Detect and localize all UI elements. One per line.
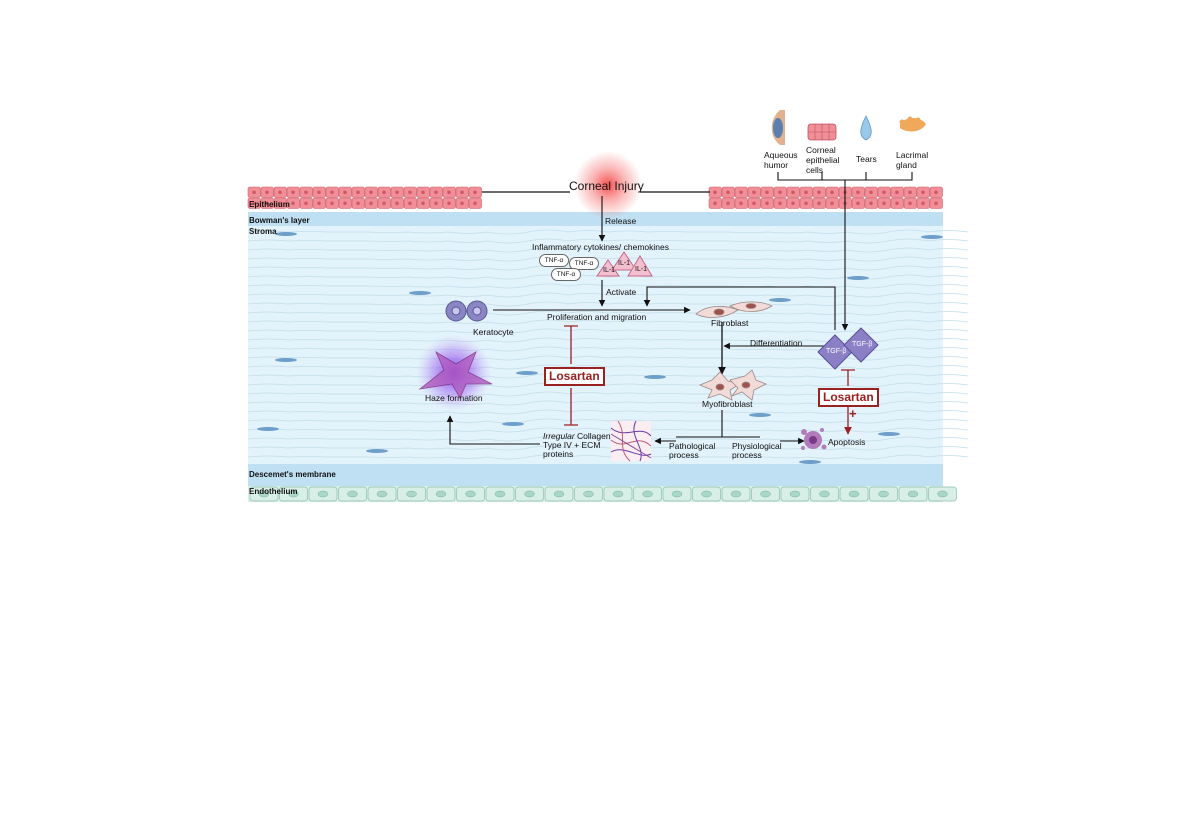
tgf-beta-label-2: TGF-β <box>852 341 873 348</box>
epithelium-right <box>708 186 943 209</box>
label-stroma: Stroma <box>249 227 277 236</box>
label-collagen-line3: proteins <box>543 449 574 459</box>
label-collagen-line1: Irregular Collagen <box>543 431 611 441</box>
tnf-alpha-pill-2: TNF-α <box>569 257 599 270</box>
stromal-nucleus <box>516 371 538 375</box>
label-proliferation: Proliferation and migration <box>547 312 647 322</box>
stromal-nucleus <box>275 358 297 362</box>
label-release: Release <box>605 216 637 226</box>
label-epithelium: Epithelium <box>249 200 290 209</box>
il1-label-2: IL-1 <box>618 260 631 267</box>
label-haze: Haze formation <box>425 393 483 403</box>
label-aqueous: Aqueous humor <box>764 150 798 170</box>
corneal-epithelial-icon <box>807 123 837 141</box>
il1-triangles <box>596 251 653 277</box>
stromal-nucleus <box>366 449 388 453</box>
stromal-nucleus <box>644 375 666 379</box>
label-collagen-word: Collagen <box>574 431 611 441</box>
il1-label-1: IL-1 <box>603 267 616 274</box>
stromal-nucleus <box>878 432 900 436</box>
stromal-nucleus <box>921 235 943 239</box>
corneal-injury-title: Corneal Injury <box>569 179 644 193</box>
fibroblast-icon <box>695 301 773 318</box>
keratocyte-icon <box>445 300 488 322</box>
il1-label-3: IL-1 <box>635 266 648 273</box>
label-myofibroblast: Myofibroblast <box>702 399 753 409</box>
label-physiological-2: process <box>732 450 762 460</box>
label-descemet: Descemet's membrane <box>249 470 336 479</box>
label-collagen-irregular: Irregular <box>543 431 575 441</box>
label-physiological-1: Physiological <box>732 441 782 451</box>
plus-sign: + <box>849 406 857 421</box>
stroma-nuclei <box>257 232 943 464</box>
label-pathological-2: process <box>669 450 699 460</box>
label-collagen-line2: Type IV + ECM <box>543 440 601 450</box>
label-keratocyte: Keratocyte <box>473 327 514 337</box>
tears-icon <box>860 115 872 141</box>
injury-glow <box>574 151 642 219</box>
collagen-mesh <box>610 420 652 462</box>
losartan-box-left: Losartan <box>544 367 605 386</box>
lacrimal-gland-icon <box>899 116 926 132</box>
label-corneal-epi: Corneal epithelial cells <box>806 145 840 175</box>
source-bracket <box>777 172 913 330</box>
label-differentiation: Differentiation <box>750 338 803 348</box>
descemet-membrane <box>248 464 943 486</box>
label-tears: Tears <box>856 154 877 164</box>
label-endothelium: Endothelium <box>249 487 298 496</box>
tgf-beta-label-1: TGF-β <box>826 348 847 355</box>
myofibroblast-icon <box>698 369 767 401</box>
stromal-nucleus <box>799 460 821 464</box>
stromal-nucleus <box>847 276 869 280</box>
aqueous-humor-icon <box>771 110 785 145</box>
label-cytokines: Inflammatory cytokines/ chemokines <box>532 242 669 252</box>
tnf-alpha-pill-3: TNF-α <box>551 268 581 281</box>
stromal-nucleus <box>749 413 771 417</box>
stromal-nucleus <box>502 422 524 426</box>
tnf-alpha-pill-1: TNF-α <box>539 254 569 267</box>
stromal-nucleus <box>275 232 297 236</box>
label-pathological-1: Pathological <box>669 441 716 451</box>
losartan-box-right: Losartan <box>818 388 879 407</box>
label-lacrimal: Lacrimal gland <box>896 150 929 170</box>
label-activate: Activate <box>606 287 637 297</box>
apoptosis-cell-icon <box>801 428 827 450</box>
label-bowman: Bowman's layer <box>249 216 310 225</box>
label-fibroblast: Fibroblast <box>711 318 749 328</box>
stromal-nucleus <box>769 298 791 302</box>
epithelium-left <box>247 186 482 209</box>
stromal-nucleus <box>257 427 279 431</box>
endothelium-cells <box>249 486 957 502</box>
bowman-layer <box>248 212 943 226</box>
tgf-beta-diamonds <box>817 327 879 370</box>
haze-cell-icon <box>418 351 493 399</box>
stromal-nucleus <box>409 291 431 295</box>
label-apoptosis: Apoptosis <box>828 437 866 447</box>
